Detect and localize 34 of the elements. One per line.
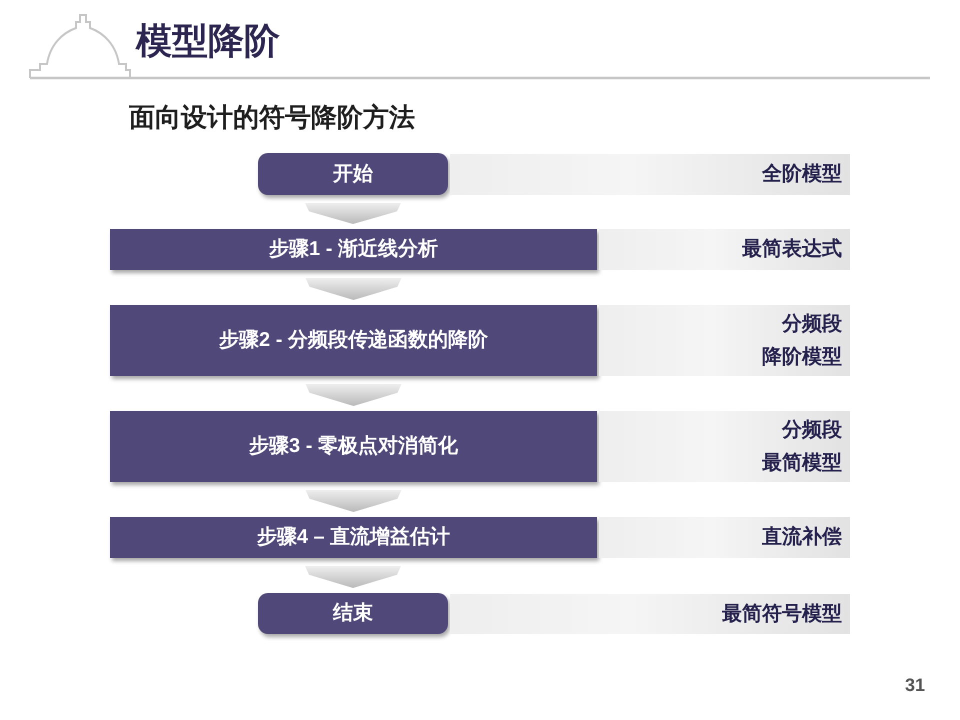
slide-title: 模型降阶 (136, 21, 280, 61)
result-label: 分频段 (782, 312, 842, 336)
result-label: 全阶模型 (762, 162, 842, 187)
process-label: 步骤2 - 分频段传递函数的降阶 (219, 328, 488, 353)
result-label: 最简模型 (762, 450, 842, 476)
chevron-arrow (305, 203, 401, 224)
result-band (599, 517, 850, 558)
chevron-arrow (306, 490, 402, 512)
process-label: 结束 (333, 601, 373, 626)
chevron-arrow (306, 278, 402, 300)
result-band (599, 411, 850, 482)
terminal-box (258, 593, 448, 634)
page-number: 31 (905, 676, 926, 696)
result-label: 直流补偿 (762, 525, 842, 550)
result-label: 最简表达式 (742, 237, 842, 262)
slide-subtitle: 面向设计的符号降阶方法 (129, 103, 415, 132)
result-label: 最简符号模型 (722, 602, 842, 626)
result-band (450, 154, 850, 195)
result-label: 降阶模型 (762, 344, 842, 370)
process-label: 步骤3 - 零极点对消简化 (249, 434, 458, 459)
result-label: 分频段 (782, 418, 842, 442)
result-band (450, 594, 850, 634)
result-band (599, 305, 850, 376)
process-box (110, 411, 597, 482)
process-box (110, 229, 597, 270)
process-label: 开始 (333, 162, 373, 186)
result-band (599, 229, 850, 270)
process-box (110, 305, 597, 376)
terminal-box (258, 153, 448, 195)
process-label: 步骤1 - 渐近线分析 (269, 237, 438, 262)
chevron-arrow (305, 566, 401, 588)
process-box (110, 517, 597, 558)
process-label: 步骤4 – 直流增益估计 (256, 525, 450, 550)
chevron-arrow (306, 384, 402, 406)
